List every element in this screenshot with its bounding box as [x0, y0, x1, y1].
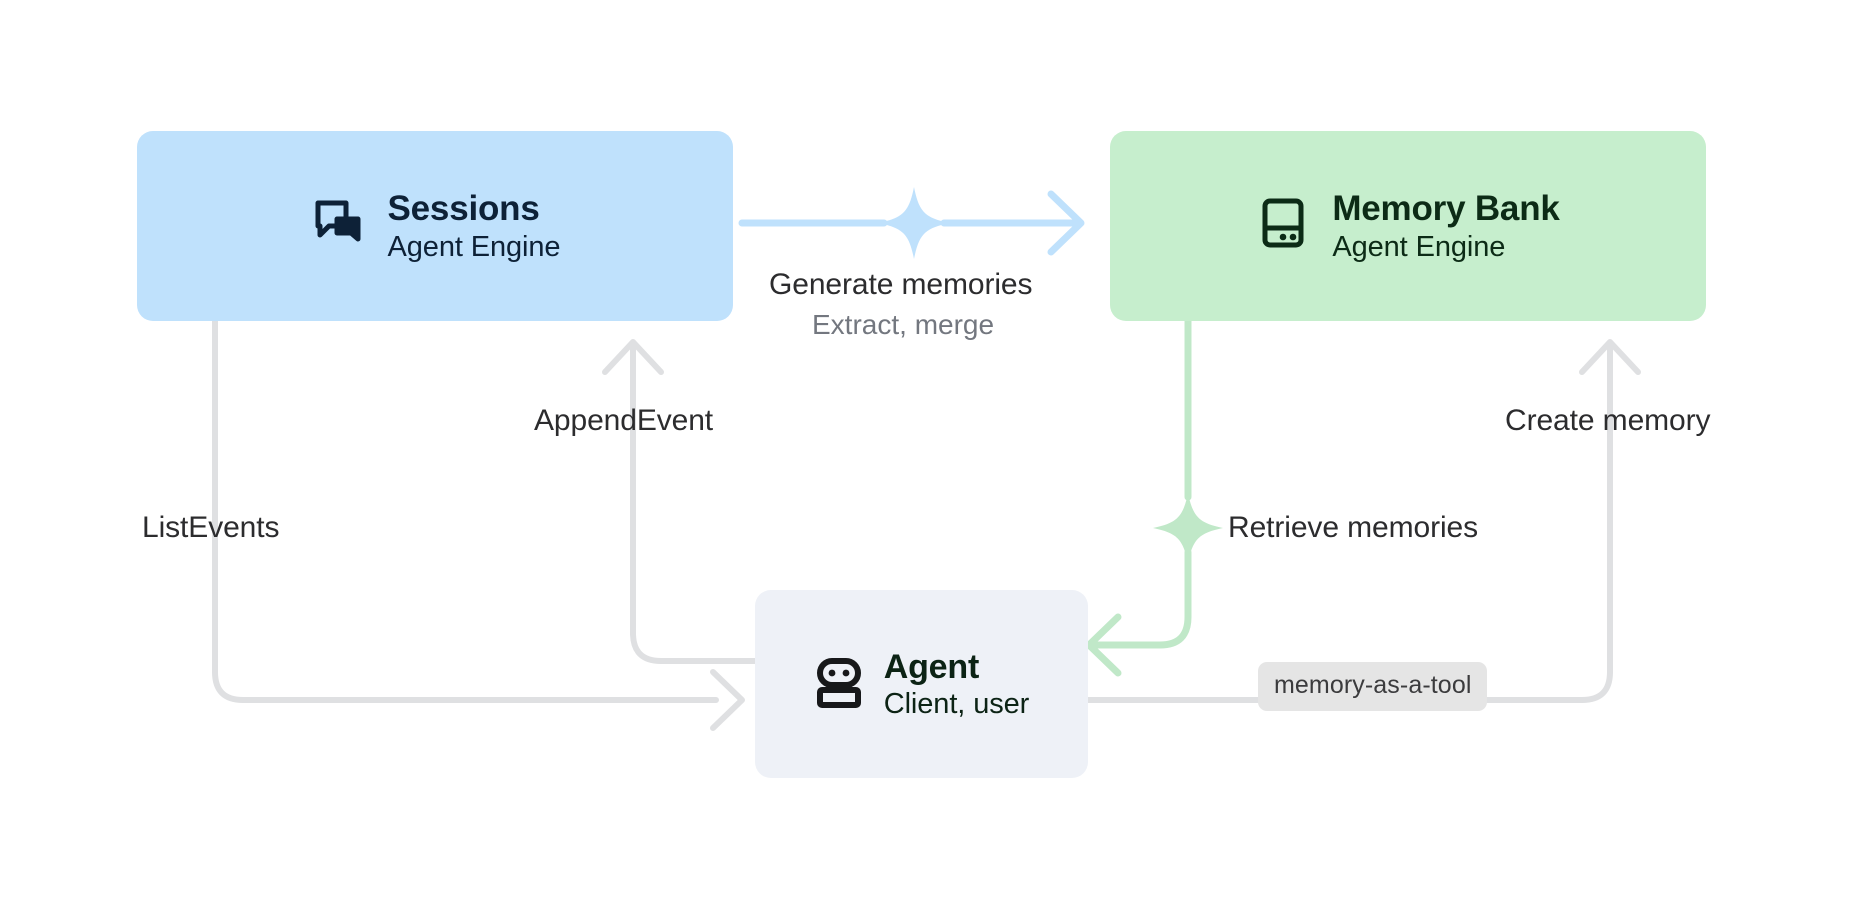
- chip-memory-as-a-tool: memory-as-a-tool: [1258, 662, 1488, 711]
- edge-append-event: [602, 339, 758, 664]
- edge-label-retrieve-memories: Retrieve memories: [1228, 511, 1479, 544]
- node-memory-bank[interactable]: Memory Bank Agent Engine: [1110, 131, 1706, 321]
- node-memory-bank-subtitle: Agent Engine: [1332, 230, 1506, 263]
- node-agent-title: Agent: [883, 647, 980, 686]
- node-sessions[interactable]: Sessions Agent Engine: [137, 131, 733, 321]
- edge-label-create-memory: Create memory: [1505, 404, 1711, 437]
- node-agent-subtitle: Client, user: [883, 687, 1030, 720]
- edge-create-memory: [1085, 339, 1641, 703]
- chat-bubbles-icon: [310, 195, 366, 256]
- edge-label-append-event: AppendEvent: [534, 404, 714, 437]
- node-memory-bank-title: Memory Bank: [1332, 189, 1560, 229]
- sparkle-icon: [878, 187, 950, 259]
- edge-sublabel-extract-merge: Extract, merge: [812, 309, 995, 340]
- edge-generate-memories: [738, 187, 1085, 259]
- node-sessions-subtitle: Agent Engine: [387, 230, 561, 263]
- edge-label-generate-memories: Generate memories: [769, 268, 1033, 301]
- node-sessions-title: Sessions: [387, 189, 540, 229]
- server-storage-icon: [1256, 195, 1310, 256]
- node-agent[interactable]: Agent Client, user: [755, 590, 1088, 778]
- sparkle-icon: [1153, 493, 1223, 563]
- edge-label-list-events: ListEvents: [142, 511, 280, 544]
- edge-list-events: [212, 318, 745, 731]
- edge-retrieve-memories: [1085, 317, 1223, 677]
- robot-icon: [814, 653, 864, 714]
